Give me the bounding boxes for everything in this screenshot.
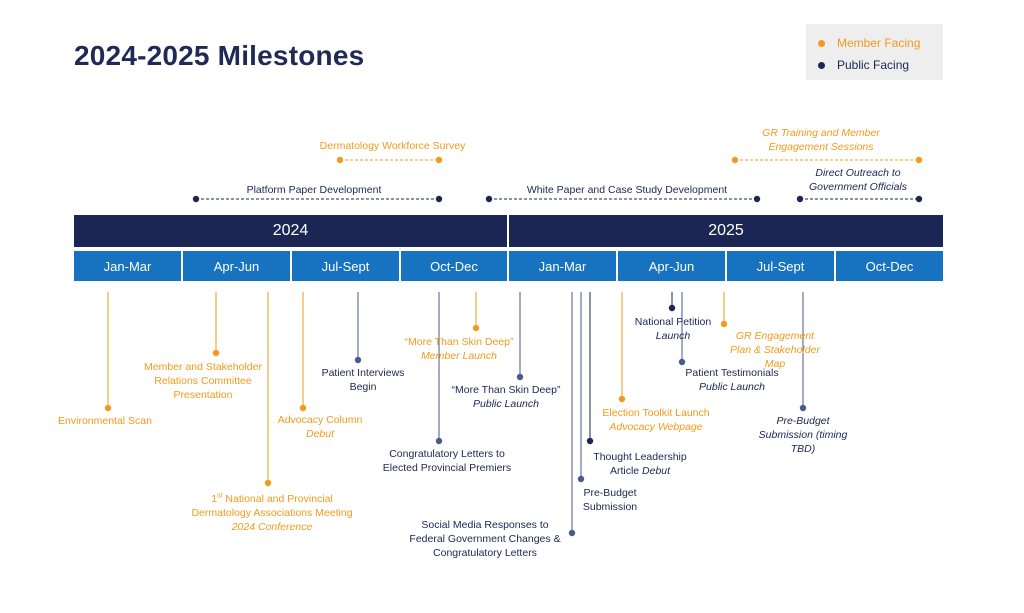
quarter-2024-q2: Apr-Jun [183, 251, 290, 281]
milestone-national-petition [668, 292, 676, 312]
milestone-congrats-letters [435, 292, 443, 445]
span-direct-outreach [796, 195, 923, 203]
milestone-env-scan [104, 292, 112, 412]
span-platform-paper [192, 195, 443, 203]
quarter-2024-q3: Jul-Sept [292, 251, 399, 281]
milestone-mtsd-public [516, 292, 524, 381]
year-bar-2024: 2024 [74, 215, 507, 247]
span-label-platform-paper: Platform Paper Development [246, 184, 382, 196]
legend-item-member: Member Facing [818, 36, 920, 50]
milestone-patient-interviews [354, 292, 362, 364]
label-patient-interviews: Patient Interviews Begin [321, 367, 405, 393]
span-white-paper [485, 195, 761, 203]
quarter-2025-q2: Apr-Jun [618, 251, 725, 281]
milestone-prebudget-2024 [577, 292, 585, 483]
legend-label-public: Public Facing [837, 58, 910, 72]
legend-label-member: Member Facing [837, 36, 921, 50]
span-derm-survey [336, 156, 443, 164]
span-label-white-paper: White Paper and Case Study Development [526, 184, 728, 196]
quarter-2025-q3: Jul-Sept [727, 251, 834, 281]
label-advocacy-column: Advocacy Column Debut [277, 414, 363, 440]
quarter-2024-q4: Oct-Dec [401, 251, 507, 281]
milestone-thought-leadership [586, 292, 594, 445]
label-social-media: Social Media Responses to Federal Govern… [409, 519, 561, 559]
milestone-gr-plan [720, 292, 728, 328]
quarter-2025-q4: Oct-Dec [836, 251, 943, 281]
legend: Member Facing Public Facing [806, 24, 943, 80]
navy-dot-icon [818, 61, 825, 69]
span-label-derm-survey: Dermatology Workforce Survey [319, 140, 466, 152]
label-mtsd-member: “More Than Skin Deep” Member Launch [404, 336, 514, 362]
milestone-advocacy-column [299, 292, 307, 412]
label-patient-testimonials: Patient Testimonials Public Launch [685, 367, 779, 393]
milestone-prebudget-2025 [799, 292, 807, 412]
page-title: 2024-2025 Milestones [74, 40, 365, 71]
quarter-2025-q1: Jan-Mar [509, 251, 616, 281]
label-env-scan: Environmental Scan [58, 415, 152, 427]
milestone-election-toolkit [618, 292, 626, 403]
label-national-petition: National Petition Launch [634, 316, 712, 342]
label-gr-plan: GR Engagement Plan & Stakeholder Map [730, 330, 820, 370]
milestone-social-media [568, 292, 576, 537]
legend-item-public: Public Facing [818, 58, 909, 72]
label-congrats-letters: Congratulatory Letters to Elected Provin… [382, 448, 512, 474]
milestone-member-stakeholder [212, 292, 220, 357]
label-thought-leadership: Thought Leadership Article Debut [593, 451, 687, 477]
milestone-mtsd-member [472, 292, 480, 332]
milestone-first-meeting [264, 292, 272, 487]
label-first-meeting: 1st National and Provincial Dermatology … [191, 492, 353, 534]
label-member-stakeholder: Member and Stakeholder Relations Committ… [144, 361, 262, 401]
orange-dot-icon [818, 39, 825, 47]
label-prebudget-2024: Pre-Budget Submission [582, 487, 638, 513]
span-gr-training [731, 156, 923, 164]
label-mtsd-public: “More Than Skin Deep” Public Launch [451, 384, 561, 410]
label-election-toolkit: Election Toolkit Launch Advocacy Webpage [602, 407, 710, 433]
year-bar-2025: 2025 [509, 215, 943, 247]
quarter-2024-q1: Jan-Mar [74, 251, 181, 281]
milestone-patient-testimonials [678, 292, 686, 366]
label-prebudget-2025: Pre-Budget Submission (timing TBD) [758, 415, 848, 455]
